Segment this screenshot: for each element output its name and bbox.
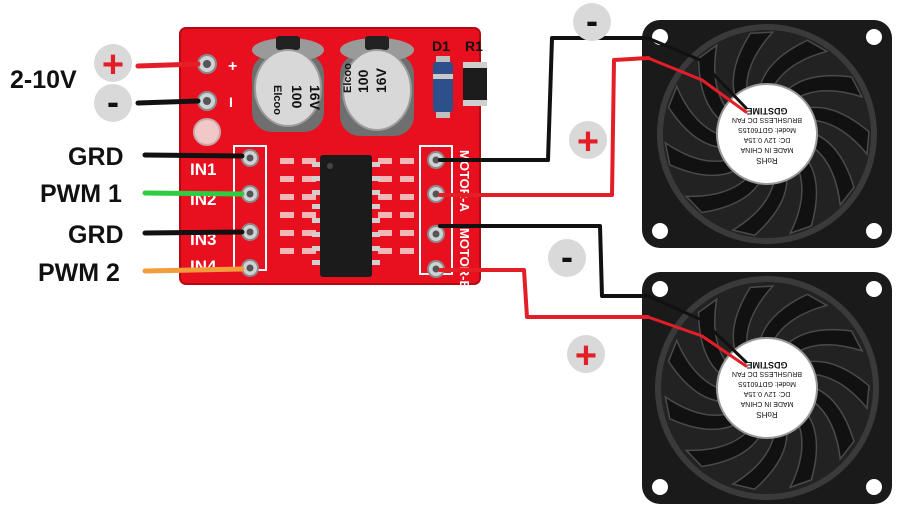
fan-1: RoHS MADE IN CHINA DC: 12V 0.15A Model: …: [642, 20, 892, 248]
svg-text:-: -: [586, 0, 598, 41]
smd-pads: [280, 158, 414, 254]
fan-1-blade: [664, 141, 737, 177]
r1-label: R1: [465, 38, 483, 54]
badge-power-plus: +: [94, 44, 132, 86]
svg-text:+: +: [577, 121, 599, 163]
fan-2-blade: [664, 395, 737, 431]
cap2-value: 100: [355, 69, 371, 93]
fan-2-label-brand: GDSTIME: [746, 360, 787, 370]
diode-d1: [433, 56, 453, 118]
voltage-label: 2-10V: [10, 66, 77, 94]
fan-1-blade: [788, 158, 818, 235]
fan-2-blade: [697, 297, 728, 376]
fan-1-blade: [667, 84, 722, 149]
wire-fan-2-positive: [438, 268, 650, 319]
fan-2-blade: [730, 430, 788, 491]
pwm-1-label: PWM 1: [40, 180, 122, 208]
fan-2-hub-label: [716, 337, 818, 439]
wire-fan-2-negative: [438, 224, 650, 298]
pin-plus-label: +: [228, 58, 237, 75]
grd-1-label: GRD: [68, 143, 124, 171]
grd-2-label: GRD: [68, 221, 124, 249]
wire-pwm-1: [142, 190, 245, 197]
pwm-2-label: PWM 2: [38, 259, 120, 287]
driver-ic-chip: [312, 155, 380, 277]
fan-2-blade: [812, 386, 855, 461]
cap1-voltage: 16V: [307, 85, 323, 111]
fan-1-label-rohs: RoHS: [756, 156, 777, 165]
cap2-voltage: 16V: [373, 67, 389, 93]
fan-1-label-rating: DC: 12V 0.15A: [743, 136, 790, 143]
fan-2-blade: [684, 430, 762, 468]
fan-1-blade: [759, 39, 829, 88]
cap1-value: 100: [289, 85, 305, 109]
motor-b-label: MOTOR-B: [457, 228, 472, 290]
fan-1-blade: [785, 74, 864, 99]
d1-label: D1: [432, 38, 450, 54]
fan-1-blade: [730, 176, 788, 237]
svg-text:+: +: [102, 44, 124, 86]
fan-1-label-type: BRUSHLESS DC FAN: [732, 116, 802, 123]
fan-2-label-rohs: RoHS: [756, 410, 777, 419]
badge-power-minus: -: [94, 81, 132, 122]
fan-2-blade: [788, 412, 818, 489]
wire-fan-1-positive: [438, 56, 650, 197]
wire-power-positive: [135, 61, 201, 69]
fan-2-blade: [732, 285, 775, 353]
fan-1-blade: [812, 132, 855, 207]
fan-1-blade: [684, 176, 762, 214]
fan-2-blade: [759, 293, 829, 342]
fan-1-blade: [806, 106, 870, 157]
badge-fan-2-minus: -: [548, 236, 586, 277]
capacitor-1: Elcoo 100 16V: [252, 36, 324, 132]
fan-1-hub-label: [716, 83, 818, 185]
fan-2-label-origin: MADE IN CHINA: [740, 400, 793, 407]
fan-2-blade: [785, 328, 864, 353]
resistor-r1: [463, 62, 487, 106]
fan-2-blade: [667, 338, 722, 403]
wire-pwm-2: [142, 266, 245, 274]
fan-1-label-origin: MADE IN CHINA: [740, 146, 793, 153]
svg-text:+: +: [575, 335, 597, 377]
wire-grd-1: [142, 152, 245, 159]
fan-2-label-rating: DC: 12V 0.15A: [743, 390, 790, 397]
pin-minus-label: I: [229, 94, 233, 110]
cap1-brand: Elcoo: [271, 85, 283, 115]
wire-grd-2: [142, 229, 245, 236]
fan-1-label-brand: GDSTIME: [746, 106, 787, 116]
cap2-brand: Elcoo: [342, 63, 354, 93]
fan-2: RoHS MADE IN CHINA DC: 12V 0.15A Model: …: [642, 272, 892, 504]
wire-power-negative: [135, 98, 201, 106]
badge-fan-2-plus: +: [567, 335, 605, 377]
in4-label: IN4: [190, 257, 217, 276]
capacitor-2: Elcoo 100 16V: [340, 36, 414, 136]
svg-text:-: -: [561, 236, 573, 277]
badge-fan-1-plus: +: [569, 121, 607, 163]
fan-1-blade: [732, 31, 775, 99]
mounting-hole: [193, 118, 221, 146]
fan-1-label-model: Model: GDT6015S: [738, 126, 796, 133]
motor-pin-header: [419, 145, 453, 278]
fan-2-label-type: BRUSHLESS DC FAN: [732, 370, 802, 377]
in1-label: IN1: [190, 160, 216, 179]
svg-text:-: -: [107, 81, 119, 122]
fan-2-label-model: Model: GDT6015S: [738, 380, 796, 387]
badge-fan-1-minus: -: [573, 0, 611, 41]
fan-2-blade: [806, 360, 870, 411]
input-pin-header: [233, 145, 267, 277]
